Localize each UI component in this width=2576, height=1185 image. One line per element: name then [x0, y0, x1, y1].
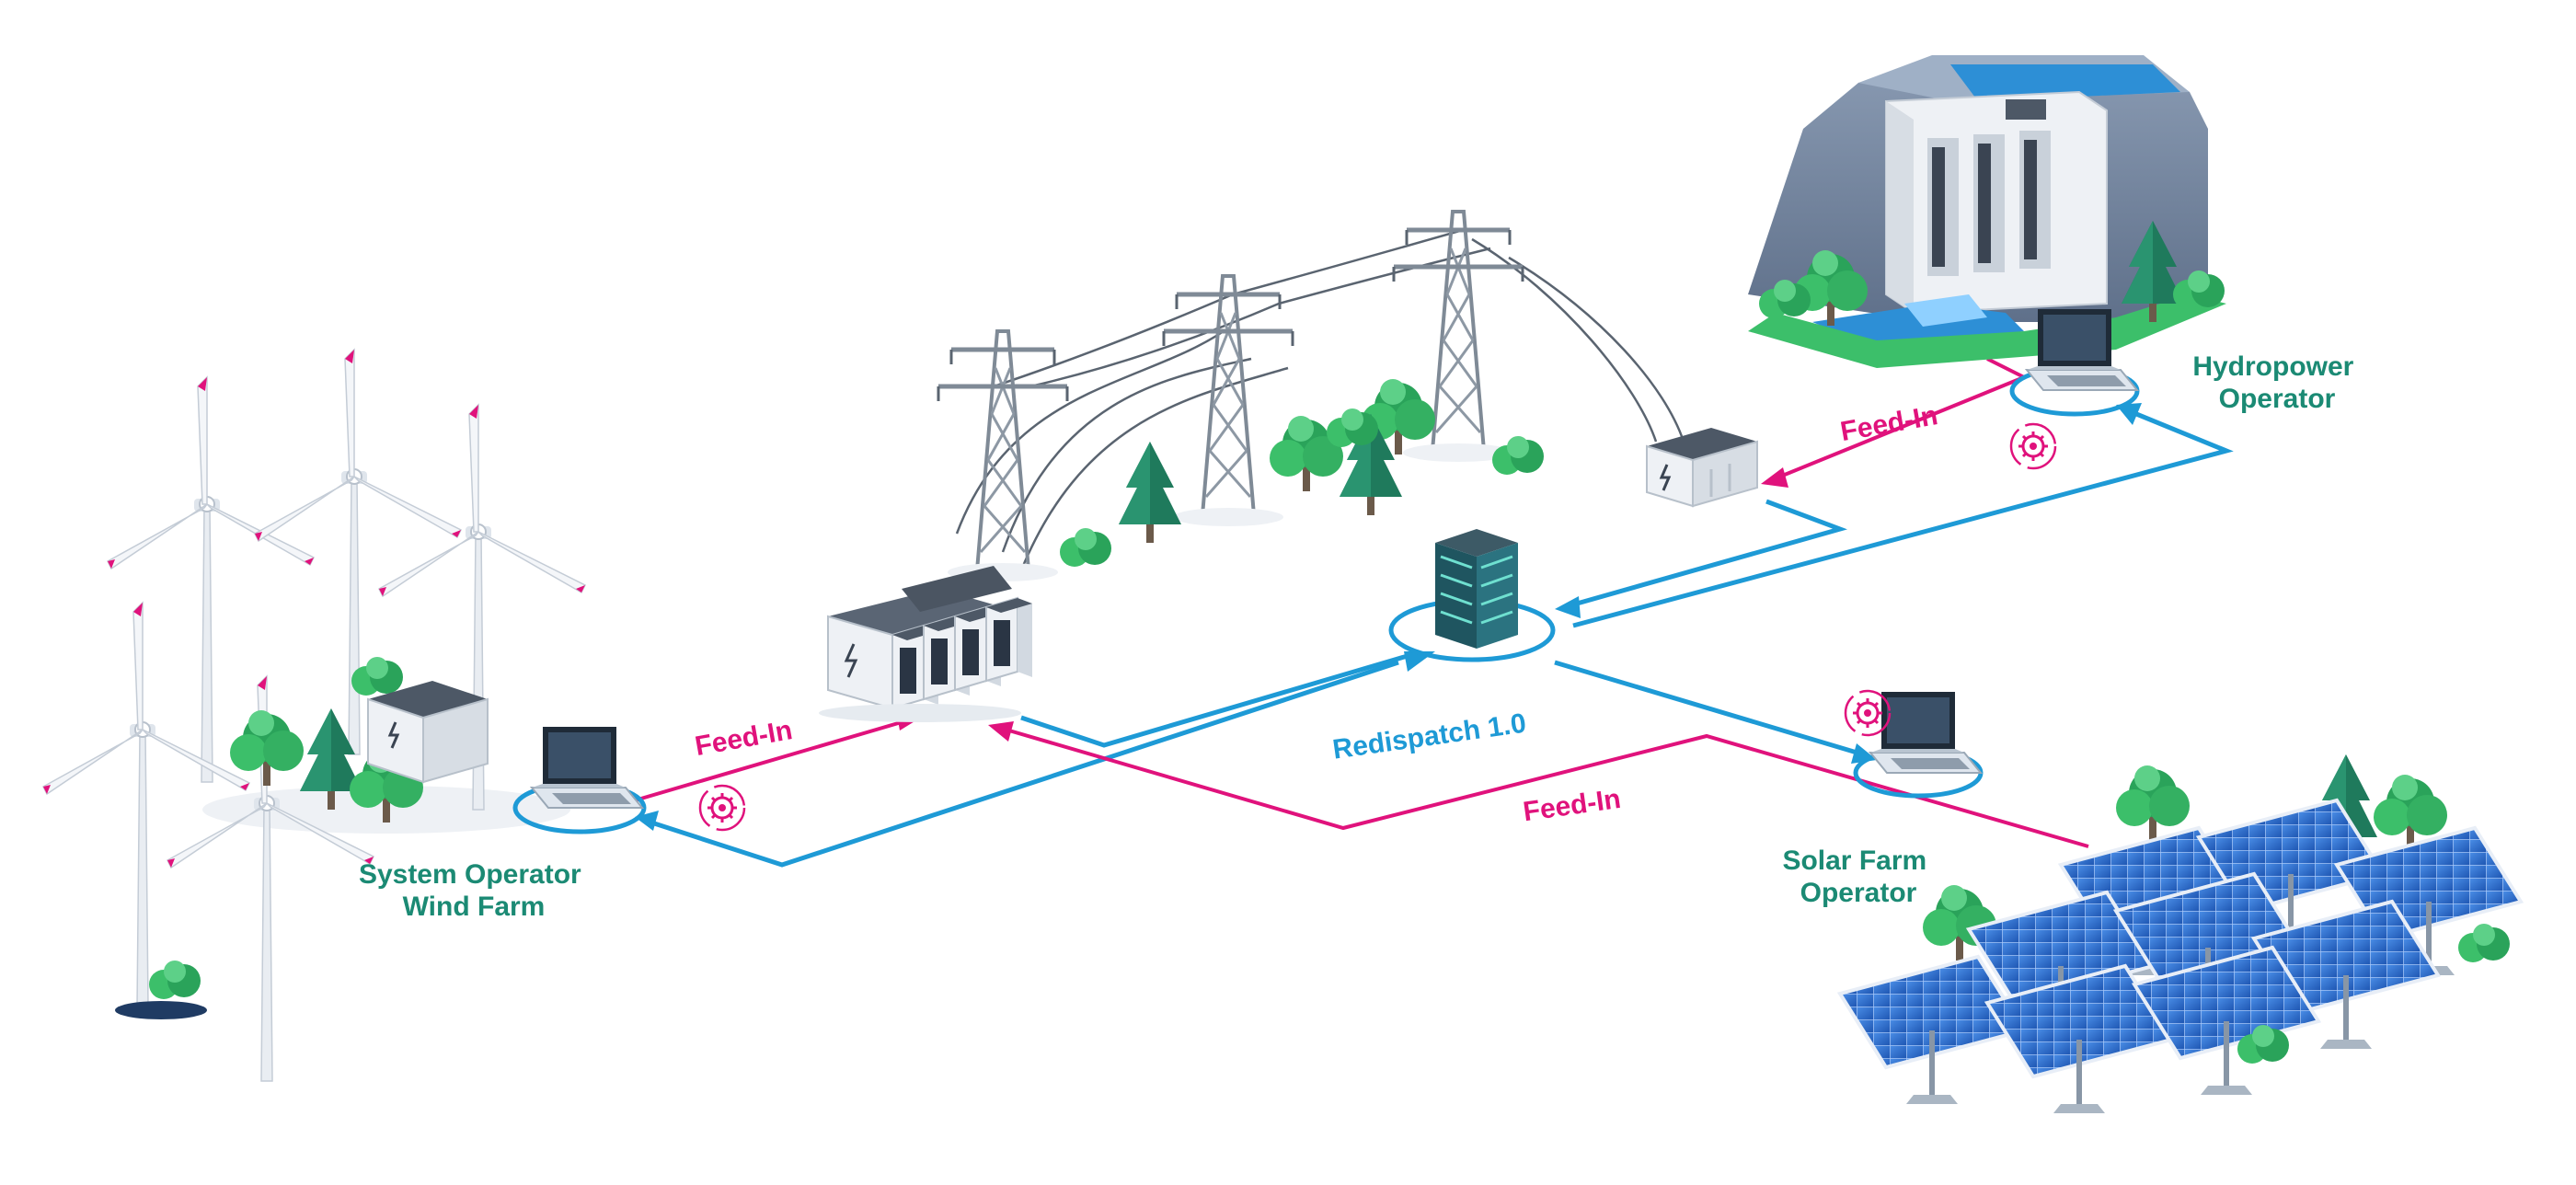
feed-in-label-top: Feed-In: [1838, 400, 1940, 447]
blue-line-center-to-solar: [1554, 660, 1864, 757]
pink-line-hydro-to-substation: [1775, 375, 2025, 480]
solar-operator-laptop[interactable]: [1853, 691, 1984, 799]
redispatch-center: [1388, 529, 1556, 662]
feed-in-label-bottom: Feed-In: [1522, 784, 1623, 828]
feed-in-label-left: Feed-In: [693, 715, 795, 762]
wind-operator-laptop[interactable]: [512, 726, 647, 834]
hydropower-label: Hydropower Operator: [2192, 351, 2361, 414]
blue-line-hydro-to-center: [1572, 407, 2234, 628]
solar-farm: [1840, 754, 2521, 1113]
wind-farm: [42, 349, 586, 1082]
arrow-hydro: [2116, 403, 2142, 425]
redispatch-label: Redispatch 1.0: [1331, 708, 1528, 765]
transmission-lines: [938, 212, 1685, 581]
pink-line-wind-to-battery: [634, 718, 912, 802]
solar-operator-label: Solar Farm Operator: [1782, 846, 1934, 908]
sync-gear-icon-wind: [698, 784, 746, 832]
arrow-substation-from-hydro: [1761, 467, 1788, 488]
arrow-battery-from-solar: [988, 721, 1014, 742]
arrow-wind: [635, 811, 659, 831]
blue-line-battery-to-center: [1020, 650, 1418, 748]
solar-panel-7: [1840, 957, 2024, 1104]
hydro-operator-laptop[interactable]: [2009, 308, 2140, 417]
blue-line-wind-to-center: [648, 660, 1399, 868]
pylon-middle: [1164, 276, 1293, 515]
wind-operator-label: System Operator Wind Farm: [359, 859, 589, 922]
hydropower-dam: [1748, 55, 2226, 368]
arrow-center-from-substation: [1555, 596, 1581, 618]
pink-line-solar-to-battery: [1002, 727, 2089, 848]
transformer-substation: [1646, 428, 1758, 508]
blue-line-substation-to-center: [1563, 499, 1848, 610]
sync-gear-icon-hydro: [2009, 422, 2057, 470]
battery-storage: [819, 566, 1033, 722]
